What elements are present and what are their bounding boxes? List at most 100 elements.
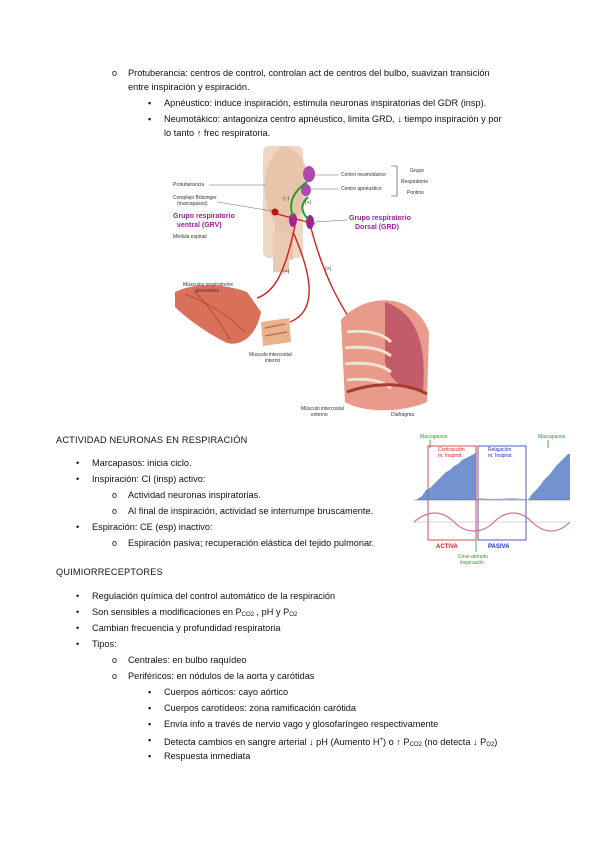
text-line: Al final de inspiración, actividad se in… — [128, 506, 374, 516]
circle-bullet: o — [112, 68, 118, 78]
label-pasiva: PASIVA — [488, 544, 510, 550]
dot-bullet: • — [76, 607, 80, 617]
label-protuberancia: Protuberancia — [173, 182, 204, 188]
text-line: Apnéustico: induce inspiración, estimula… — [164, 98, 487, 108]
label-activa: ACTIVA — [436, 544, 459, 550]
text-line: lo tanto ↑ frec respiratoria. — [164, 128, 271, 138]
dot-bullet: • — [76, 591, 80, 601]
text-line: Cuerpos aórticos: cayo aórtico — [164, 687, 289, 697]
square-bullet: ▪ — [148, 703, 152, 713]
text-line: Cambian frecuencia y profundidad respira… — [92, 623, 281, 633]
label-relajacion: Relajación — [488, 447, 512, 453]
superscript: + — [379, 737, 384, 743]
lung-shape — [385, 302, 424, 391]
intercostal-internal-shape — [261, 318, 291, 346]
neuronal-activity-figure: Marcapasos Marcapasos Contracción m. Ins… — [402, 430, 572, 568]
text-line: entre inspiración y espiración. — [128, 82, 250, 92]
text-line: Espiración pasiva; recuperación elástica… — [128, 538, 375, 548]
square-bullet: ▪ — [148, 719, 152, 729]
text-fragment: Detecta cambios en sangre arterial ↓ pH … — [164, 737, 380, 747]
text-line: Cuerpos carotídeos: zona ramificación ca… — [164, 703, 357, 713]
label-plus-1: (+) — [305, 200, 312, 206]
text-fragment: (no detecta ↓ P — [421, 737, 487, 747]
text-line: Inspiración: CI (insp) activo: — [92, 474, 206, 484]
label-contraccion-2: m. Inspirat. — [438, 453, 463, 459]
label-accesorios: accesorios — [195, 288, 219, 294]
label-respiratorio: Respiratorio — [401, 179, 428, 185]
text-fragment: ) o ↑ P — [383, 737, 410, 747]
dot-bullet: • — [76, 458, 80, 468]
label-minus: (–) — [283, 196, 289, 202]
text-line: Son sensibles a modificaciones en PCO2 ,… — [92, 606, 297, 621]
subscript: O2 — [289, 612, 298, 618]
apneustic-center-shape — [301, 184, 311, 196]
respiratory-centers-figure: Centro neumotáxico Centro apnéustico Gru… — [173, 146, 429, 418]
subscript: CO2 — [241, 612, 254, 618]
label-grd-2: Dorsal (GRD) — [355, 224, 399, 231]
label-centro-apneustico: Centro apnéustico — [341, 186, 382, 192]
label-externo: externo — [311, 412, 328, 418]
label-medula: Médula espinal — [173, 234, 207, 240]
text-line: Marcapasos: inicia ciclo. — [92, 458, 192, 468]
label-centro-neumotaxico: Centro neumotáxico — [341, 172, 386, 178]
text-line: Protuberancia: centros de control, contr… — [128, 68, 490, 78]
label-marcapasos-1: Marcapasos — [420, 434, 448, 440]
label-contraccion: Contracción — [438, 447, 465, 453]
label-grd: Grupo respiratorio — [349, 215, 411, 222]
label-pontino: Pontino — [407, 190, 424, 196]
square-bullet: ▪ — [148, 687, 152, 697]
label-cese: Cese abrupto — [458, 554, 488, 560]
botzinger-dot — [271, 208, 279, 216]
label-grupo: Grupo — [410, 168, 424, 174]
grv-shape — [289, 213, 297, 227]
spinal-cord-shape — [273, 232, 289, 272]
text-line: Respuesta inmediata — [164, 751, 251, 761]
text-line: Regulación química del control automátic… — [92, 591, 336, 601]
text-line: Actividad neuronas inspiratorias. — [128, 490, 261, 500]
circle-bullet: o — [112, 538, 118, 548]
label-complejo: Complejo Bötzinger — [173, 195, 217, 201]
label-plus-3: (+) — [325, 266, 332, 272]
label-plus-2: (+) — [283, 269, 290, 275]
dot-bullet: • — [76, 522, 80, 532]
section-heading-actividad: ACTIVIDAD NEURONAS EN RESPIRACIÓN — [56, 435, 248, 445]
square-bullet: ▪ — [148, 735, 152, 745]
label-marcapasos: (marcapasos) — [177, 201, 208, 207]
circle-bullet: o — [112, 506, 118, 516]
dot-bullet: • — [76, 639, 80, 649]
text-fragment: Son sensibles a modificaciones en P — [92, 607, 242, 617]
label-interno: interno — [265, 358, 281, 364]
label-intercostal-externo: Músculo intercostal — [301, 406, 344, 412]
text-line: Tipos: — [92, 639, 117, 649]
accessory-muscles-shape — [175, 285, 261, 344]
circle-bullet: o — [112, 490, 118, 500]
dot-bullet: • — [76, 623, 80, 633]
label-diafragma: Diafragma — [391, 412, 414, 418]
text-line: Espiración: CE (esp) inactivo: — [92, 522, 213, 532]
label-musculos-accesorios: Músculos respiratorios — [183, 282, 234, 288]
label-grv-2: ventral (GRV) — [177, 222, 222, 229]
text-line: Neumotákico: antagoniza centro apnéustic… — [164, 114, 502, 124]
label-intercostal-interno: Músculo intercostal — [249, 352, 292, 358]
subscript: O2 — [486, 742, 495, 748]
text-line: Detecta cambios en sangre arterial ↓ pH … — [164, 734, 497, 751]
pneumotaxic-center-shape — [303, 166, 315, 182]
square-bullet: ▪ — [148, 114, 152, 124]
subscript: CO2 — [409, 742, 422, 748]
dot-bullet: • — [76, 474, 80, 484]
circle-bullet: o — [112, 655, 118, 665]
circle-bullet: o — [112, 671, 118, 681]
passive-phase-box — [477, 445, 527, 541]
label-inspiracion: inspiración — [460, 560, 484, 566]
square-bullet: ▪ — [148, 98, 152, 108]
label-relajacion-2: m. Inspirat. — [488, 453, 513, 459]
text-fragment: , pH y P — [253, 607, 290, 617]
label-grv: Grupo respiratorio — [173, 213, 235, 220]
text-fragment: ) — [494, 737, 498, 747]
text-line: Envía info a través de nervio vago y glo… — [164, 719, 439, 729]
section-heading-quimio: QUIMIORRECEPTORES — [56, 567, 163, 577]
label-marcapasos-2: Marcapasos — [538, 434, 566, 440]
text-line: Periféricos: en nódulos de la aorta y ca… — [128, 671, 315, 681]
square-bullet: ▪ — [148, 751, 152, 761]
